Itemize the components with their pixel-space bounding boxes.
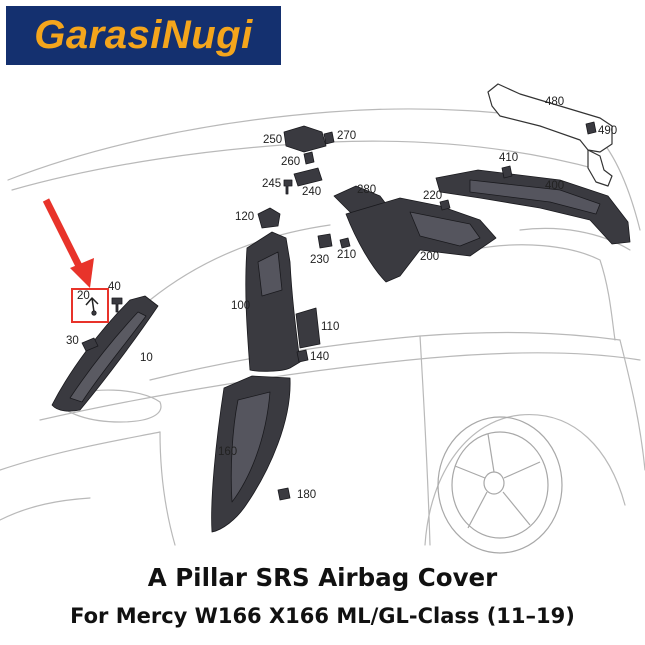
- spoke: [467, 491, 488, 529]
- callout-220: 220: [423, 190, 443, 202]
- callout-240: 240: [302, 186, 322, 198]
- brand-logo: GarasiNugi: [6, 6, 281, 65]
- callout-230: 230: [310, 254, 330, 266]
- callout-120: 120: [235, 211, 255, 223]
- part-220-clip: [439, 199, 451, 211]
- callout-245: 245: [262, 178, 282, 190]
- callout-280: 280: [357, 184, 377, 196]
- part-480-tail: [587, 149, 613, 187]
- part-400-detail: [469, 179, 601, 215]
- callout-160: 160: [218, 446, 238, 458]
- spoke: [502, 491, 531, 526]
- part-160-detail: [230, 391, 271, 503]
- part-20-bracket: [85, 297, 99, 313]
- brand-logo-text: GarasiNugi: [6, 6, 281, 65]
- quarter-window: [469, 244, 616, 341]
- red-arrow: [42, 198, 94, 288]
- brand-logo-part2: Nugi: [161, 13, 253, 57]
- caption-title: A Pillar SRS Airbag Cover: [147, 563, 498, 592]
- front-lower: [0, 497, 91, 521]
- part-110-belt-guide: [295, 307, 321, 349]
- callout-260: 260: [281, 156, 301, 168]
- callout-10: 10: [140, 352, 153, 364]
- window-lower: [149, 331, 621, 381]
- callout-110: 110: [321, 321, 340, 333]
- part-10-inner: [69, 311, 147, 403]
- spoke: [454, 465, 486, 479]
- callout-250: 250: [263, 134, 283, 146]
- part-480-rail: [487, 83, 613, 153]
- callout-20: 20: [77, 290, 90, 302]
- beltline: [39, 352, 641, 421]
- side-body: [159, 431, 176, 546]
- callout-200: 200: [420, 251, 440, 263]
- mirror: [54, 389, 162, 423]
- pillar-window-edge: [149, 224, 331, 301]
- part-230-clip: [317, 233, 333, 249]
- callout-140: 140: [310, 351, 330, 363]
- rear-glass: [519, 227, 631, 251]
- part-410-clip: [501, 165, 513, 179]
- part-490-clip: [585, 121, 597, 135]
- part-30-clip: [81, 337, 99, 352]
- wheel-arch: [424, 414, 626, 546]
- callout-210: 210: [337, 249, 357, 261]
- part-140-clip: [296, 349, 309, 363]
- parts: [51, 83, 631, 533]
- rim: [451, 431, 549, 539]
- caption-subtitle: For Mercy W166 X166 ML/GL-Class (11–19): [70, 604, 575, 628]
- hub: [483, 471, 505, 495]
- callout-400: 400: [545, 180, 565, 192]
- callout-490: 490: [598, 125, 618, 137]
- part-40-screw: [111, 297, 123, 313]
- part-100-b-pillar-upper: [245, 231, 301, 372]
- callout-180: 180: [297, 489, 317, 501]
- part-270-clip: [323, 131, 335, 145]
- part-20-bolt: [91, 310, 97, 316]
- callout-270: 270: [337, 130, 357, 142]
- part-245-screw: [283, 179, 293, 195]
- rear-quarter: [619, 339, 645, 471]
- parts-diagram: [0, 83, 645, 554]
- part-120-clip: [257, 207, 281, 229]
- callout-410: 410: [499, 152, 519, 164]
- part-210-clip: [339, 237, 351, 249]
- part-100-detail: [257, 251, 283, 297]
- part-260-clip: [303, 151, 315, 165]
- callout-480: 480: [545, 96, 565, 108]
- part-250-handle-mount: [283, 125, 327, 153]
- tire: [437, 416, 563, 554]
- highlight-box: [71, 288, 109, 323]
- part-200-c-pillar-trim: [345, 197, 497, 283]
- rear-wheel: [437, 416, 563, 554]
- rear-door-line: [419, 335, 431, 546]
- part-200-detail: [409, 211, 481, 247]
- spoke: [503, 461, 541, 479]
- hood-line: [0, 431, 161, 471]
- callout-30: 30: [66, 335, 79, 347]
- callout-100: 100: [231, 300, 251, 312]
- spoke: [487, 433, 495, 473]
- part-240-holder: [293, 167, 323, 187]
- part-180-clip: [277, 487, 291, 501]
- callout-40: 40: [108, 281, 121, 293]
- brand-logo-part1: Garasi: [34, 13, 162, 57]
